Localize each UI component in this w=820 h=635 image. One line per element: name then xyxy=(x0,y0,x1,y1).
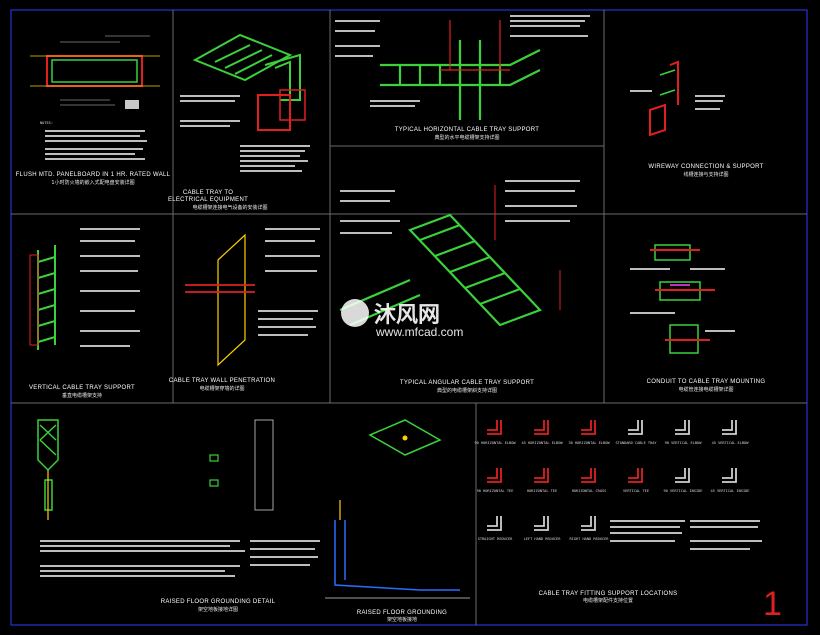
fitting-label: LEFT HAND REDUCER xyxy=(524,537,562,541)
detail-wall-penetration: CABLE TRAY WALL PENETRATION 电缆槽架穿墙的详图 xyxy=(169,228,320,392)
fitting-label: 45 VERTICAL INSIDE xyxy=(711,489,750,493)
fitting-symbol: VERTICAL TEE xyxy=(623,468,649,493)
detail-subtitle: 电缆槽架穿墙的详图 xyxy=(199,385,244,392)
detail-title: FLUSH MTD. PANELBOARD IN 1 HR. RATED WAL… xyxy=(16,172,171,178)
fitting-label: 90 VERTICAL INSIDE xyxy=(664,489,703,493)
fitting-symbol: HORIZONTAL CROSS xyxy=(572,468,607,493)
detail-subtitle: 架空地板接地详图 xyxy=(198,606,238,613)
detail-conduit-mounting: CONDUIT TO CABLE TRAY MOUNTING 电缆管连接电缆槽架… xyxy=(630,244,766,393)
fitting-symbol: 90 HORIZONTAL ELBOW xyxy=(474,420,516,445)
fitting-symbol: 90 HORIZONTAL TEE xyxy=(477,468,514,493)
fitting-label: 90 HORIZONTAL ELBOW xyxy=(474,441,516,445)
fitting-symbol: 30 HORIZONTAL ELBOW xyxy=(568,420,610,445)
fitting-symbol: 90 VERTICAL INSIDE xyxy=(664,468,703,493)
watermark-url: www.mfcad.com xyxy=(375,325,463,339)
detail-subtitle: 1小时防火墙的嵌入式配电盘安装详图 xyxy=(51,179,134,186)
fitting-label: 90 VERTICAL ELBOW xyxy=(665,441,703,445)
detail-subtitle: 典型的水平电缆槽架支持详图 xyxy=(434,134,499,141)
detail-subtitle: 电缆槽架配件支持位置 xyxy=(583,597,633,604)
fitting-symbol: STRAIGHT REDUCER xyxy=(478,516,513,541)
fitting-label: STRAIGHT REDUCER xyxy=(478,537,513,541)
detail-horizontal-support: TYPICAL HORIZONTAL CABLE TRAY SUPPORT 典型… xyxy=(335,15,590,141)
detail-subtitle: 线槽连接与支持详图 xyxy=(683,171,728,178)
fitting-label: HORIZONTAL TEE xyxy=(527,489,557,493)
detail-subtitle: 电缆管连接电缆槽架详图 xyxy=(678,386,733,393)
fitting-grid: 90 HORIZONTAL ELBOW 45 HORIZONTAL ELBOW 30… xyxy=(474,420,749,541)
detail-title: CABLE TRAY FITTING SUPPORT LOCATIONS xyxy=(539,591,678,597)
fitting-symbol: HORIZONTAL TEE xyxy=(527,468,557,493)
fitting-symbol: 45 VERTICAL INSIDE xyxy=(711,468,750,493)
fitting-label: RIGHT HAND REDUCER xyxy=(570,537,610,541)
detail-wireway-connection: WIREWAY CONNECTION & SUPPORT 线槽连接与支持详图 xyxy=(630,60,763,178)
detail-angular-support: 沐风网 www.mfcad.com TYPICAL ANGULAR CABLE … xyxy=(339,180,580,394)
detail-raised-floor: RAISED FLOOR GROUNDING DETAIL 架空地板接地详图 xyxy=(37,419,320,613)
fitting-label: VERTICAL TEE xyxy=(623,489,649,493)
fitting-symbol: LEFT HAND REDUCER xyxy=(524,516,562,541)
detail-title: CABLE TRAY TO xyxy=(183,190,233,196)
detail-title: CONDUIT TO CABLE TRAY MOUNTING xyxy=(647,379,766,385)
detail-raised-floor-grounding: RAISED FLOOR GROUNDING 架空地板接地 xyxy=(325,419,470,623)
notes-heading: NOTES: xyxy=(40,121,53,125)
detail-vertical-support: VERTICAL CABLE TRAY SUPPORT 垂直电缆槽架支持 xyxy=(29,228,140,399)
detail-title-line2: ELECTRICAL EQUIPMENT xyxy=(168,197,248,203)
fitting-label: STANDARD CABLE TRAY xyxy=(615,441,657,445)
watermark: 沐风网 www.mfcad.com xyxy=(341,299,463,339)
fitting-label: 30 HORIZONTAL ELBOW xyxy=(568,441,610,445)
sheet-number: 1 xyxy=(763,585,782,623)
detail-title: CABLE TRAY WALL PENETRATION xyxy=(169,378,275,384)
detail-title: WIREWAY CONNECTION & SUPPORT xyxy=(648,164,763,170)
fitting-symbol: 45 VERTICAL ELBOW xyxy=(712,420,750,445)
fitting-label: 45 HORIZONTAL ELBOW xyxy=(521,441,563,445)
detail-title: RAISED FLOOR GROUNDING xyxy=(357,610,447,616)
detail-subtitle: 电缆槽架连接电气设备的安装详图 xyxy=(192,204,267,211)
detail-subtitle: 垂直电缆槽架支持 xyxy=(62,392,102,399)
detail-fitting-locations: 90 HORIZONTAL ELBOW 45 HORIZONTAL ELBOW 30… xyxy=(474,420,762,604)
fitting-symbol: STANDARD CABLE TRAY xyxy=(615,420,657,445)
fitting-label: 90 HORIZONTAL TEE xyxy=(477,489,514,493)
fitting-symbol: 90 VERTICAL ELBOW xyxy=(665,420,703,445)
fitting-symbol: RIGHT HAND REDUCER xyxy=(570,516,610,541)
detail-tray-to-equipment: CABLE TRAY TO ELECTRICAL EQUIPMENT 电缆槽架连… xyxy=(168,33,310,211)
fitting-symbol: 45 HORIZONTAL ELBOW xyxy=(521,420,563,445)
detail-subtitle: 典型的电缆槽架斜支持详图 xyxy=(437,387,497,394)
detail-title: RAISED FLOOR GROUNDING DETAIL xyxy=(161,599,276,605)
detail-flush-panelboard: NOTES: FLUSH MTD. PANELBOARD IN 1 HR. RA… xyxy=(16,35,171,186)
detail-title: VERTICAL CABLE TRAY SUPPORT xyxy=(29,385,135,391)
detail-title: TYPICAL HORIZONTAL CABLE TRAY SUPPORT xyxy=(395,127,539,133)
watermark-name: 沐风网 xyxy=(374,303,440,328)
detail-subtitle: 架空地板接地 xyxy=(387,616,417,623)
sheet-frame xyxy=(10,9,808,626)
fitting-label: HORIZONTAL CROSS xyxy=(572,489,607,493)
fitting-label: 45 VERTICAL ELBOW xyxy=(712,441,750,445)
detail-title: TYPICAL ANGULAR CABLE TRAY SUPPORT xyxy=(400,380,534,386)
